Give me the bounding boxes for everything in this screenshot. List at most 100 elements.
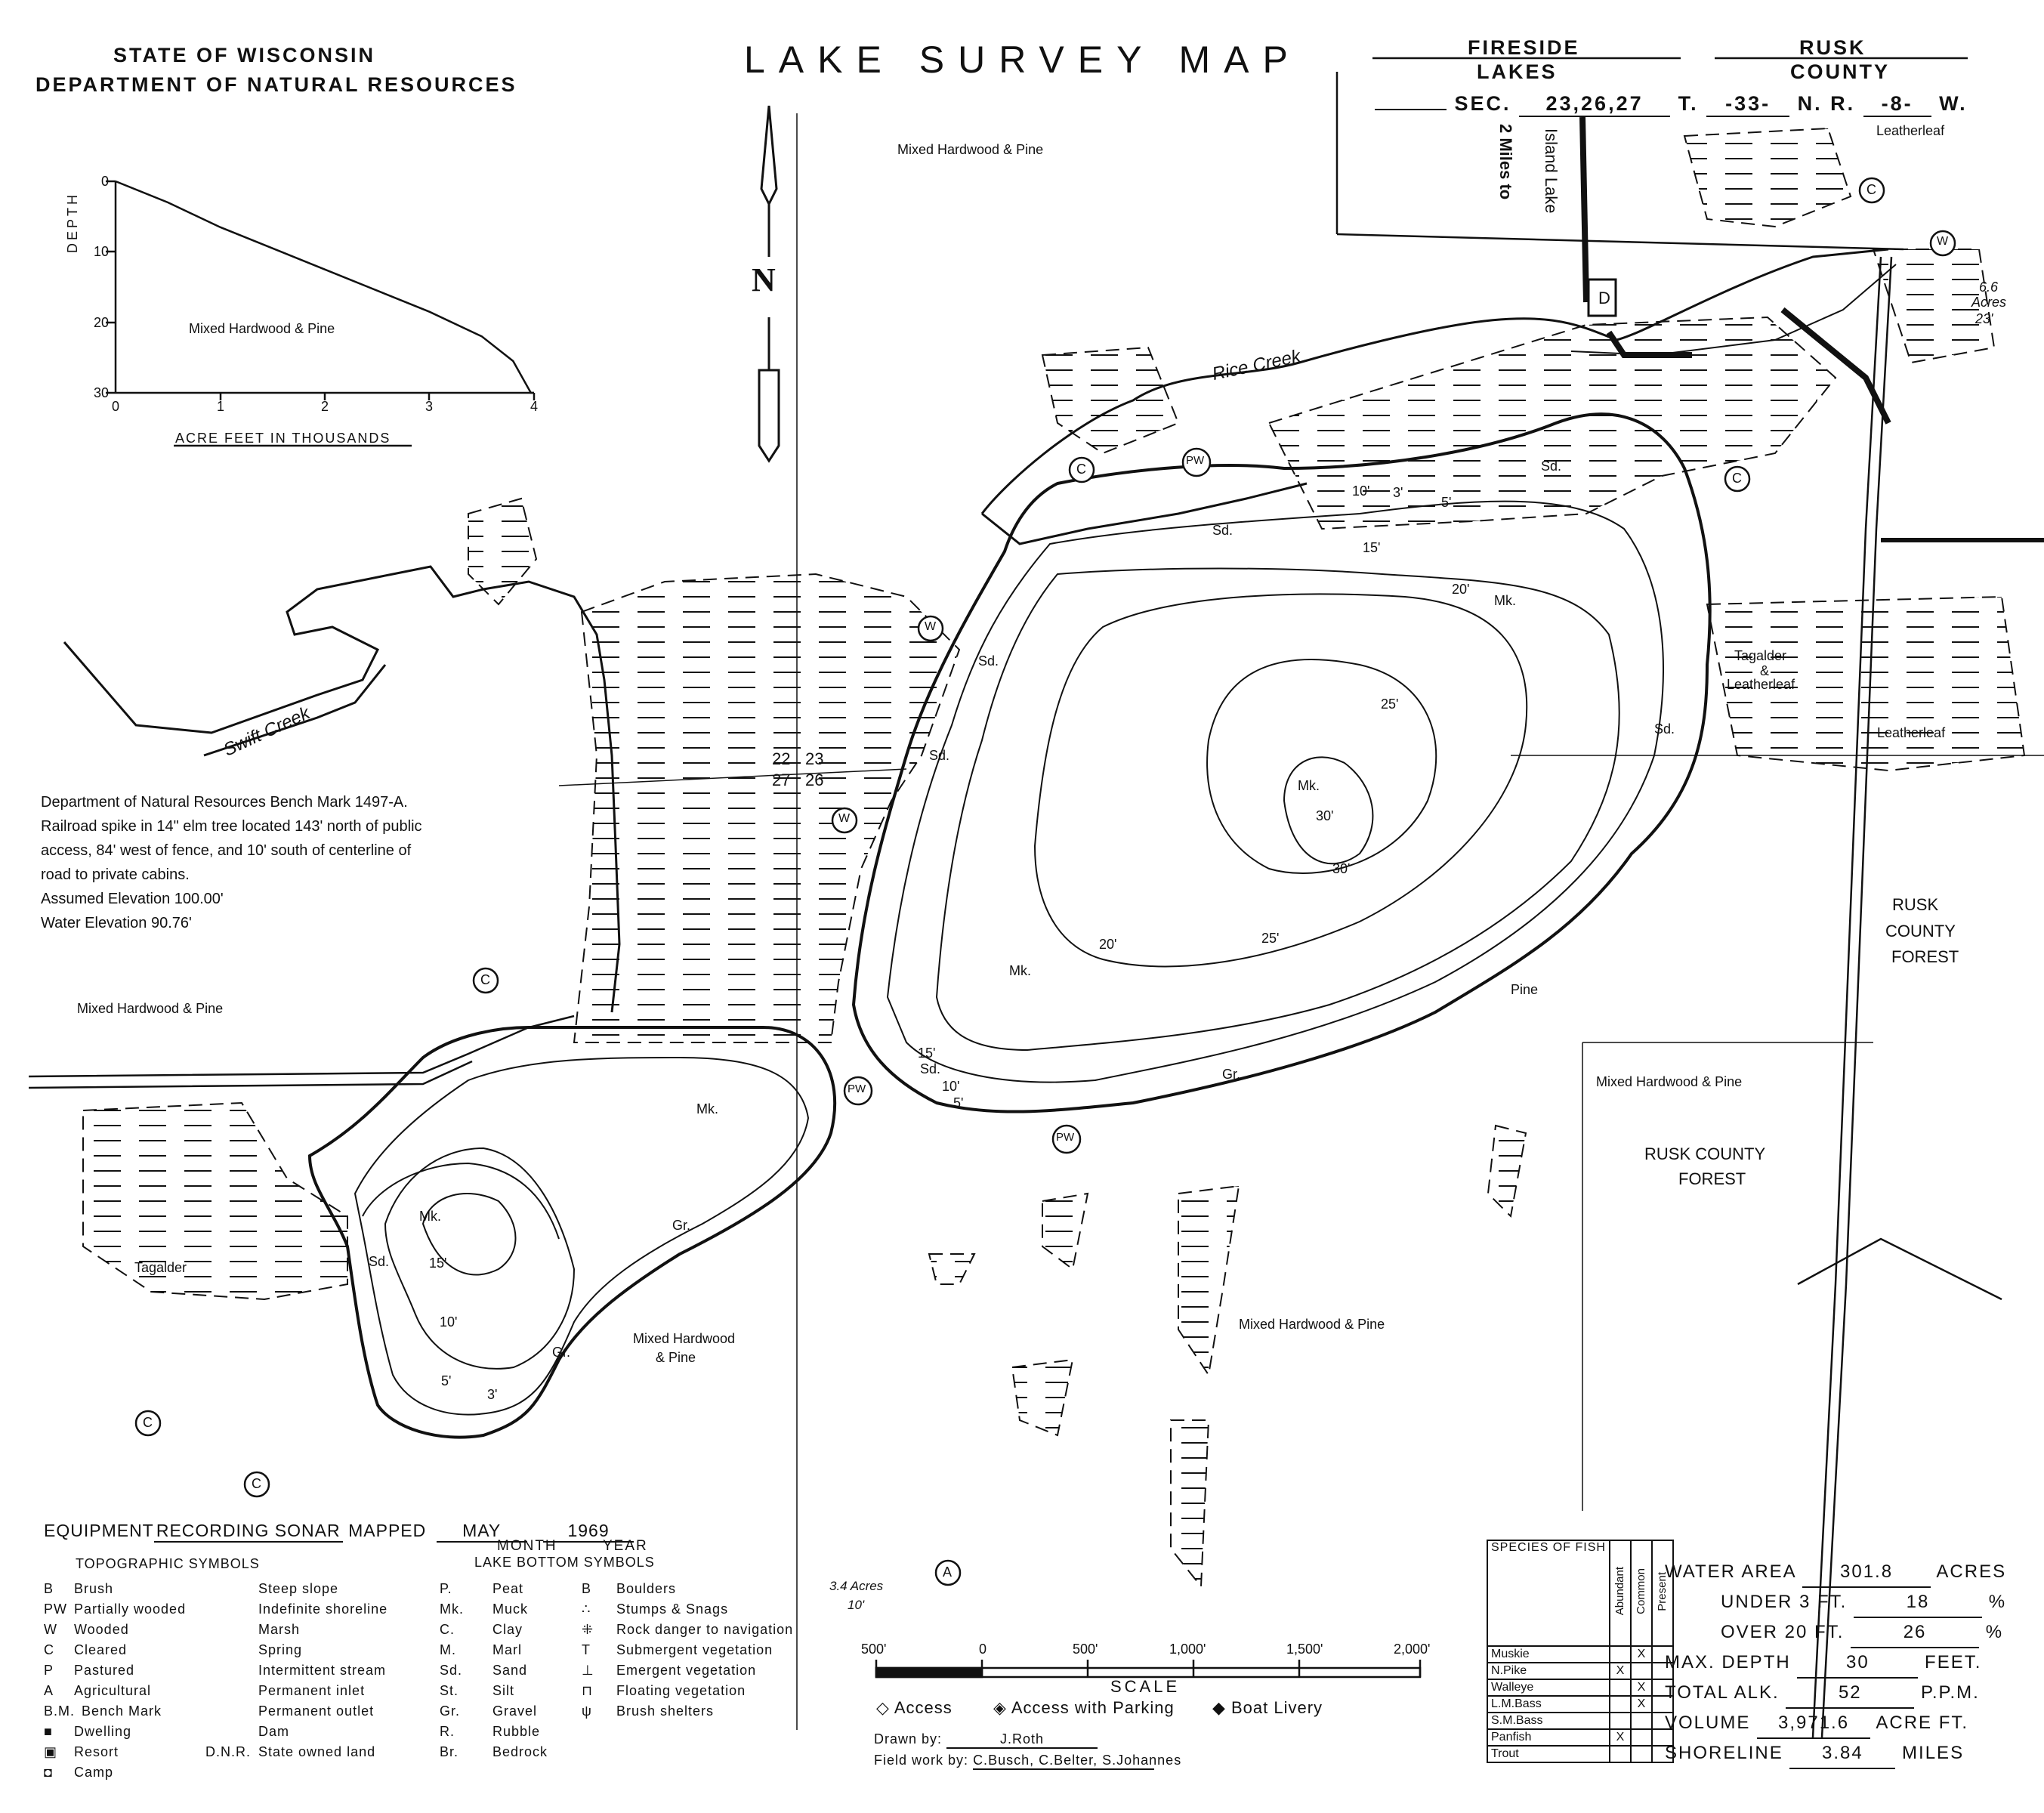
bottom-mk-main-3: Mk. bbox=[1009, 963, 1031, 978]
small-lake-shoreline bbox=[307, 1025, 837, 1439]
bench-line1: Department of Natural Resources Bench Ma… bbox=[41, 794, 408, 811]
r-label: R. bbox=[1830, 92, 1856, 115]
rice-creek bbox=[980, 248, 1889, 545]
depth-20-main-2: 20' bbox=[1099, 937, 1117, 952]
sec-26: 26 bbox=[805, 771, 824, 789]
acres-34-depth: 10' bbox=[848, 1598, 865, 1612]
graph-x-tick-4: 4 bbox=[530, 399, 539, 414]
pw-marker-2: PW bbox=[848, 1083, 866, 1095]
label-pine: Pine bbox=[1511, 982, 1539, 997]
scale-tick-500: 500' bbox=[1073, 1642, 1098, 1657]
topo-steep-slope: Steep slope bbox=[258, 1581, 339, 1596]
equipment-value: RECORDING SONAR bbox=[153, 1521, 343, 1543]
graph-x-tick-3: 3 bbox=[425, 399, 434, 414]
label-tagalder-w: Tagalder bbox=[134, 1260, 187, 1275]
depth-3-small: 3' bbox=[487, 1387, 498, 1402]
label-leatherleaf-ne: Leatherleaf bbox=[1876, 123, 1945, 138]
depth-10-main-2: 10' bbox=[942, 1079, 960, 1094]
label-hardwood-north: Mixed Hardwood & Pine bbox=[897, 142, 1044, 157]
acres-34: 3.4 Acres bbox=[829, 1579, 884, 1593]
label-hardwood-west: Mixed Hardwood & Pine bbox=[77, 1001, 224, 1016]
topo-col2: Steep slope Indefinite shoreline Marsh S… bbox=[205, 1579, 387, 1762]
bottom-sd-small: Sd. bbox=[369, 1254, 390, 1269]
topo-spring: Spring bbox=[258, 1642, 303, 1657]
cleared-marker-5: C bbox=[143, 1415, 153, 1430]
bottom-mk-small-1: Mk. bbox=[696, 1101, 718, 1117]
fish-table: SPECIES OF FISH Abundant Common Present … bbox=[1487, 1540, 1674, 1763]
sec-value: 23,26,27 bbox=[1519, 92, 1671, 117]
island-lake-label-1: 2 Miles to bbox=[1496, 124, 1515, 200]
fish-row: Trout bbox=[1487, 1745, 1674, 1763]
bottom-gr-small-1: Gr. bbox=[672, 1218, 691, 1233]
volume-graph bbox=[106, 180, 536, 447]
topo-state-owned: D.N.R.State owned land bbox=[205, 1744, 376, 1759]
boat-livery-label: Boat Livery bbox=[1230, 1698, 1323, 1717]
bottom-heading: LAKE BOTTOM SYMBOLS bbox=[474, 1555, 655, 1570]
topo-permanent-outlet: Permanent outlet bbox=[258, 1703, 375, 1719]
depth-30-main-2: 30' bbox=[1332, 861, 1351, 876]
stat-volume: VOLUME 3,971.6 ACRE FT. bbox=[1665, 1709, 2006, 1739]
graph-x-label: ACRE FEET IN THOUSANDS bbox=[175, 431, 391, 446]
label-tagalder-and: & bbox=[1760, 663, 1770, 678]
map-circles bbox=[134, 177, 1956, 1586]
north-arrow bbox=[758, 105, 780, 463]
rusk-forest-2b: FOREST bbox=[1678, 1169, 1746, 1188]
label-tagalder: Tagalder bbox=[1734, 648, 1787, 663]
topo-heading: TOPOGRAPHIC SYMBOLS bbox=[76, 1556, 260, 1571]
scale-bar bbox=[875, 1660, 1422, 1679]
pw-marker-1: PW bbox=[1186, 454, 1205, 467]
label-leatherleaf-e: Leatherleaf bbox=[1877, 725, 1946, 740]
sec-22: 22 bbox=[772, 749, 791, 768]
scale-tick-1000: 1,000' bbox=[1169, 1642, 1206, 1657]
stat-over20: OVER 20 FT. 26 % bbox=[1665, 1618, 2006, 1648]
swift-creek bbox=[63, 565, 621, 1013]
lake-name-1: FIRESIDE bbox=[1468, 36, 1580, 59]
access-parking-label: Access with Parking bbox=[1011, 1698, 1175, 1717]
agency-line2: DEPARTMENT OF NATURAL RESOURCES bbox=[36, 73, 517, 96]
graph-x-tick-0: 0 bbox=[112, 399, 120, 414]
lake-stats: WATER AREA 301.8 ACRES UNDER 3 FT. 18 % … bbox=[1665, 1558, 2006, 1769]
stat-water-area: WATER AREA 301.8 ACRES bbox=[1665, 1558, 2006, 1588]
year-label: YEAR bbox=[603, 1538, 648, 1554]
fish-row: S.M.Bass bbox=[1487, 1712, 1674, 1730]
depth-25-main: 25' bbox=[1381, 696, 1399, 712]
bottom-mk-main-1: Mk. bbox=[1494, 593, 1516, 608]
mapped-label: MAPPED bbox=[348, 1521, 427, 1540]
boat-livery-icon: ◆ bbox=[1212, 1698, 1226, 1717]
access-parking-icon: ◈ bbox=[993, 1698, 1007, 1717]
bottom-mk-small-2: Mk. bbox=[419, 1209, 441, 1224]
page-title: LAKE SURVEY MAP bbox=[744, 39, 1301, 81]
graph-y-tick-30: 30 bbox=[94, 385, 110, 400]
acres-66-depth: 23' bbox=[1975, 311, 1993, 326]
field-work: Field work by: C.Busch, C.Belter, S.Joha… bbox=[874, 1753, 1181, 1770]
year-value: 1969 bbox=[543, 1521, 635, 1543]
topo-item-resort: ▣Resort bbox=[44, 1744, 119, 1759]
cleared-marker-4: C bbox=[480, 972, 490, 987]
main-lake-contours bbox=[886, 500, 1664, 1083]
north-label: N bbox=[752, 261, 776, 298]
fish-col-common: Common bbox=[1629, 1540, 1653, 1647]
equipment-label: EQUIPMENT bbox=[44, 1521, 154, 1540]
month-value: MAY bbox=[436, 1521, 527, 1543]
topo-permanent-inlet: Permanent inlet bbox=[258, 1683, 366, 1698]
agricultural-marker: A bbox=[943, 1564, 953, 1580]
depth-5-main: 5' bbox=[1441, 495, 1452, 510]
month-label: MONTH bbox=[497, 1538, 557, 1554]
bench-line6: Water Elevation 90.76' bbox=[41, 915, 192, 931]
rusk-forest-1c: FOREST bbox=[1891, 947, 1959, 966]
label-leatherleaf-2: Leatherleaf bbox=[1727, 677, 1795, 692]
topo-item-bench-mark: B.M.Bench Mark bbox=[44, 1703, 162, 1719]
bottom-col1: P.Peat Mk.Muck C.Clay M.Marl Sd.Sand St.… bbox=[440, 1581, 548, 1759]
stat-shoreline: SHORELINE 3.84 MILES bbox=[1665, 1739, 2006, 1769]
cleared-marker-2: C bbox=[1732, 471, 1742, 486]
bottom-sd-main-5: Sd. bbox=[929, 748, 950, 763]
acres-66-label: Acres bbox=[1971, 295, 2007, 310]
n-label: N. bbox=[1797, 92, 1823, 115]
bottom-gr-small-2: Gr. bbox=[552, 1345, 571, 1360]
scale-tick-1500: 1,500' bbox=[1286, 1642, 1323, 1657]
